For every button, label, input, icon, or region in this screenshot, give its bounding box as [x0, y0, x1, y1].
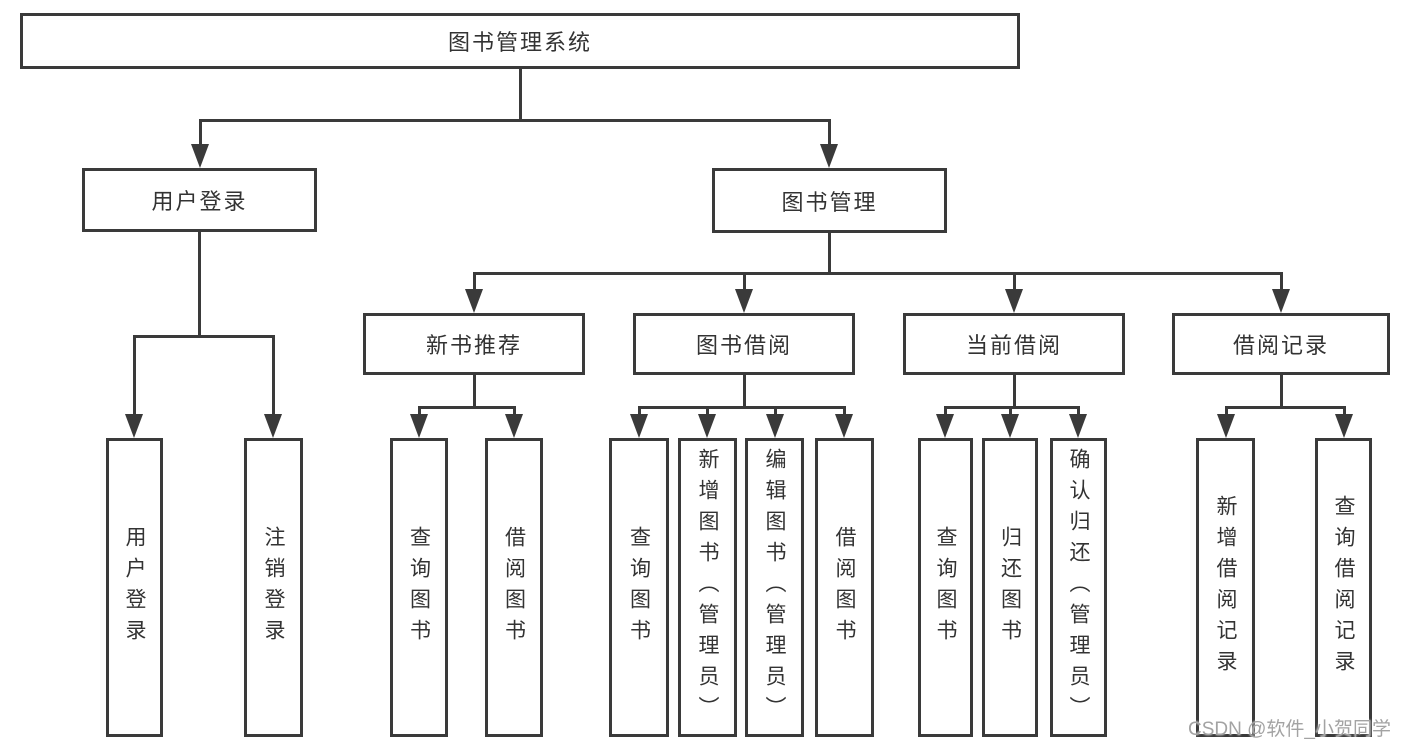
node-label: 借阅图书 [833, 525, 856, 650]
node-label: 确认归还（管理员） [1067, 448, 1090, 727]
arrowhead-icon [505, 414, 523, 438]
arrowhead-icon [1069, 414, 1087, 438]
node-label: 新书推荐 [425, 333, 522, 358]
node-label: 新增借阅记录 [1214, 494, 1237, 681]
node-label: 查询图书 [934, 525, 957, 650]
node-label: 用户登录 [123, 525, 146, 650]
connector-line [1013, 375, 1016, 408]
connector-line [1343, 406, 1346, 418]
connector-line [828, 119, 831, 149]
connector-line [473, 272, 476, 292]
connector-line [519, 69, 522, 120]
connector-line [944, 406, 1080, 409]
connector-line [198, 232, 201, 335]
arrowhead-icon [735, 289, 753, 313]
node-leaf-add-book-admin: 新增图书（管理员） [678, 438, 737, 737]
node-new-book-recommend: 新书推荐 [363, 313, 585, 375]
connector-line [743, 375, 746, 408]
connector-line [473, 375, 476, 408]
connector-line [133, 335, 275, 338]
arrowhead-icon [820, 144, 838, 168]
connector-line [1280, 375, 1283, 408]
arrowhead-icon [410, 414, 428, 438]
arrowhead-icon [465, 289, 483, 313]
node-borrow-records: 借阅记录 [1172, 313, 1390, 375]
node-label: 图书管理 [781, 189, 878, 215]
node-leaf-logout: 注销登录 [244, 438, 303, 737]
connector-line [133, 335, 136, 415]
node-label: 当前借阅 [965, 333, 1062, 358]
node-label: 图书借阅 [695, 333, 792, 358]
connector-line [1225, 406, 1346, 409]
arrowhead-icon [1005, 289, 1023, 313]
arrowhead-icon [1272, 289, 1290, 313]
node-label: 图书管理系统 [447, 30, 592, 55]
arrowhead-icon [766, 414, 784, 438]
connector-line [272, 335, 275, 415]
connector-line [706, 406, 709, 418]
arrowhead-icon [1217, 414, 1235, 438]
node-label: 注销登录 [262, 525, 285, 650]
node-leaf-user-login: 用户登录 [106, 438, 163, 737]
node-label: 查询图书 [627, 525, 651, 650]
node-leaf-borrow-books: 借阅图书 [815, 438, 874, 737]
connector-line [473, 272, 1283, 275]
arrowhead-icon [835, 414, 853, 438]
node-label: 查询图书 [407, 525, 431, 650]
connector-line [638, 406, 641, 418]
arrowhead-icon [1335, 414, 1353, 438]
node-label: 用户登录 [151, 189, 248, 214]
node-current-borrowing: 当前借阅 [903, 313, 1125, 375]
node-leaf-query-borrow-record: 查询借阅记录 [1315, 438, 1372, 737]
connector-line [1225, 406, 1228, 418]
arrowhead-icon [698, 414, 716, 438]
node-leaf-return-books: 归还图书 [982, 438, 1038, 737]
node-label: 借阅记录 [1232, 333, 1329, 358]
connector-line [828, 233, 831, 274]
connector-line [513, 406, 516, 418]
node-book-management: 图书管理 [712, 168, 947, 233]
connector-line [774, 406, 777, 418]
connector-line [1077, 406, 1080, 418]
connector-line [1280, 272, 1283, 292]
node-leaf-query-books-borrowing: 查询图书 [609, 438, 669, 737]
connector-line [843, 406, 846, 418]
node-label: 归还图书 [998, 525, 1022, 650]
node-label: 新增图书（管理员） [696, 448, 719, 727]
arrowhead-icon [125, 414, 143, 438]
connector-line [638, 406, 846, 409]
node-label: 查询借阅记录 [1332, 494, 1355, 681]
node-root-library-system: 图书管理系统 [20, 13, 1020, 69]
arrowhead-icon [191, 144, 209, 168]
node-user-login: 用户登录 [82, 168, 317, 232]
node-leaf-borrow-books-recommend: 借阅图书 [485, 438, 543, 737]
csdn-watermark: CSDN @软件_小贺同学 [1188, 719, 1391, 740]
connector-line [199, 119, 202, 149]
connector-line [1009, 406, 1012, 418]
arrowhead-icon [264, 414, 282, 438]
connector-line [199, 119, 831, 122]
node-leaf-edit-book-admin: 编辑图书（管理员） [745, 438, 804, 737]
connector-line [418, 406, 516, 409]
node-label: 借阅图书 [502, 525, 526, 650]
node-label: 编辑图书（管理员） [763, 448, 786, 727]
connector-line [743, 272, 746, 292]
arrowhead-icon [936, 414, 954, 438]
arrowhead-icon [1001, 414, 1019, 438]
node-leaf-confirm-return-admin: 确认归还（管理员） [1050, 438, 1107, 737]
node-leaf-add-borrow-record: 新增借阅记录 [1196, 438, 1255, 737]
node-book-borrowing: 图书借阅 [633, 313, 855, 375]
node-leaf-query-books-current: 查询图书 [918, 438, 973, 737]
connector-line [418, 406, 421, 418]
connector-line [944, 406, 947, 418]
arrowhead-icon [630, 414, 648, 438]
node-leaf-query-books-recommend: 查询图书 [390, 438, 448, 737]
connector-line [1013, 272, 1016, 292]
